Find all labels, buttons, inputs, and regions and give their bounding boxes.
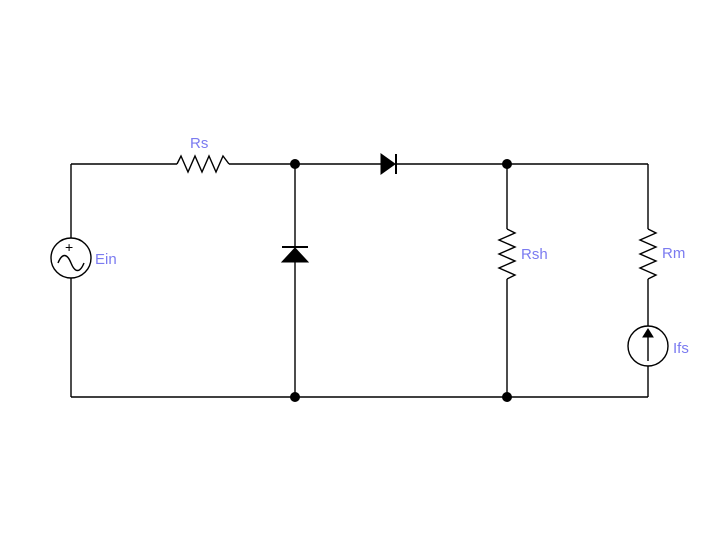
resistor-rsh-label: Rsh [521, 246, 548, 263]
node-bottom-left [290, 392, 300, 402]
series-resistor: Rs [176, 135, 230, 174]
node-top-left [290, 159, 300, 169]
wires [70, 163, 649, 398]
shunt-diode [280, 246, 310, 263]
meter-resistor: Rm [638, 228, 685, 280]
ac-source-icon [50, 237, 92, 279]
arrow-up-icon [642, 328, 654, 338]
resistor-rm-icon [638, 228, 658, 280]
node-top-right [502, 159, 512, 169]
sine-wave-icon [57, 254, 85, 272]
series-diode [380, 153, 397, 175]
shunt-diode-icon [280, 247, 310, 263]
current-source-icon [627, 325, 669, 367]
ac-voltage-source: + Ein [50, 237, 117, 279]
source-plus-sign: + [65, 239, 73, 255]
shunt-resistor: Rsh [497, 228, 548, 280]
current-source: Ifs [627, 325, 689, 367]
node-bottom-right [502, 392, 512, 402]
resistor-rm-label: Rm [662, 245, 685, 262]
current-source-label: Ifs [673, 340, 689, 357]
resistor-rsh-icon [497, 228, 517, 280]
resistor-rs-label: Rs [190, 135, 208, 152]
source-label: Ein [95, 251, 117, 268]
junction-nodes [290, 159, 512, 402]
resistor-rs-icon [176, 154, 230, 174]
series-diode-icon [380, 153, 396, 175]
